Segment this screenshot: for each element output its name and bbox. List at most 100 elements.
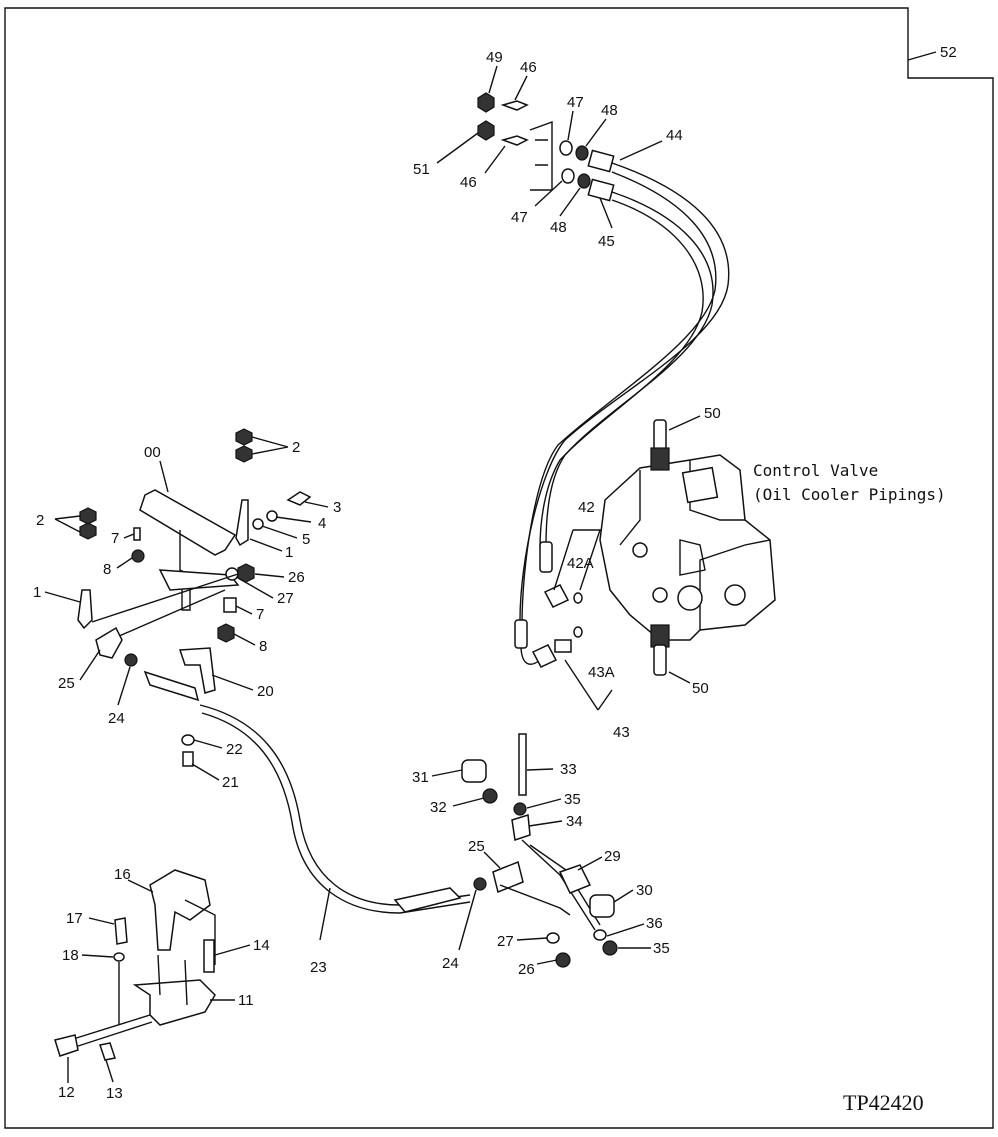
hose-fitting-45 — [587, 178, 615, 202]
bolt-3 — [286, 491, 312, 506]
fitting-42 — [543, 584, 570, 608]
nut-49 — [477, 92, 495, 113]
callout-4: 4 — [318, 515, 326, 532]
callout-48-upper: 48 — [601, 102, 618, 119]
washer-4 — [266, 510, 278, 522]
callout-21: 21 — [222, 774, 239, 791]
nut-24-a — [124, 653, 138, 667]
callout-27-b: 27 — [497, 933, 514, 950]
callout-8-a: 8 — [103, 561, 111, 578]
callout-47-upper: 47 — [567, 94, 584, 111]
callout-25-a: 25 — [58, 675, 75, 692]
lower-pedal-assembly — [54, 869, 216, 1061]
callout-26-a: 26 — [288, 569, 305, 586]
nut-48-lower — [577, 173, 591, 189]
nut-26-b — [555, 952, 571, 968]
callout-50-lower: 50 — [692, 680, 709, 697]
bracket-20 — [178, 647, 216, 694]
rod-end-1-left — [77, 589, 93, 630]
pedal-00 — [139, 489, 237, 556]
callout-46-upper: 46 — [520, 59, 537, 76]
title-line-1: Control Valve — [753, 461, 878, 480]
washer-5 — [252, 518, 264, 530]
callout-25-b: 25 — [468, 838, 485, 855]
rod-end-1-right — [235, 499, 249, 547]
callout-labels: 52 49 46 47 48 44 51 46 47 48 45 50 50 4… — [33, 44, 957, 1102]
callout-18: 18 — [62, 947, 79, 964]
callout-43: 43 — [613, 724, 630, 741]
bolt-46-upper — [500, 100, 529, 111]
link-34 — [511, 814, 531, 841]
nut-32 — [482, 788, 498, 804]
pin-12 — [54, 1034, 79, 1057]
fitting-43-body — [554, 639, 572, 653]
washer-47-upper — [559, 140, 573, 156]
figure-code: TP42420 — [843, 1090, 924, 1115]
callout-11: 11 — [238, 992, 254, 1009]
callout-43a: 43A — [588, 664, 615, 681]
hose-end-upper — [539, 541, 553, 573]
cap-30 — [589, 894, 615, 918]
spring-14 — [203, 939, 215, 973]
washer-18 — [113, 952, 125, 962]
callout-30: 30 — [636, 882, 653, 899]
washer-22 — [181, 734, 195, 746]
callout-45: 45 — [598, 233, 615, 250]
callout-49: 49 — [486, 49, 503, 66]
callout-23: 23 — [310, 959, 327, 976]
callout-47-lower: 47 — [511, 209, 528, 226]
washer-27-b — [546, 932, 560, 944]
control-valve — [531, 419, 776, 676]
callout-32: 32 — [430, 799, 447, 816]
callout-2-left: 2 — [36, 512, 44, 529]
callout-2-right: 2 — [292, 439, 300, 456]
cable-end-22 — [143, 670, 200, 702]
bolt-7-b — [223, 597, 237, 613]
callout-13: 13 — [106, 1085, 123, 1102]
callout-1-left: 1 — [33, 584, 41, 601]
nut-2-left-b — [79, 522, 97, 540]
sensor-50-lower — [650, 624, 670, 676]
callout-24-a: 24 — [108, 710, 125, 727]
callout-8-b: 8 — [259, 638, 267, 655]
cable-23 — [199, 704, 471, 914]
page-border — [4, 7, 994, 1129]
callout-7-b: 7 — [256, 606, 264, 623]
callout-46-lower: 46 — [460, 174, 477, 191]
bracket-11 — [132, 979, 216, 1026]
callout-35-b: 35 — [653, 940, 670, 957]
callout-44: 44 — [666, 127, 683, 144]
nut-2-left-a — [79, 507, 97, 525]
sensor-50-upper — [650, 419, 670, 471]
callout-33: 33 — [560, 761, 577, 778]
nut-24-b — [473, 877, 487, 891]
callout-20: 20 — [257, 683, 274, 700]
callout-7-a: 7 — [111, 530, 119, 547]
pedal-16 — [149, 869, 211, 951]
rod-33 — [518, 733, 527, 796]
callout-1-right: 1 — [285, 544, 293, 561]
callout-50-upper: 50 — [704, 405, 721, 422]
nut-51 — [477, 120, 495, 141]
callout-31: 31 — [412, 769, 429, 786]
callout-3: 3 — [333, 499, 341, 516]
callout-42: 42 — [578, 499, 595, 516]
callout-14: 14 — [253, 937, 270, 954]
callout-12: 12 — [58, 1084, 75, 1101]
fitting-43 — [531, 644, 558, 668]
cotter-pin-13 — [99, 1042, 116, 1061]
rod-end-25-a — [95, 626, 123, 659]
callout-36: 36 — [646, 915, 663, 932]
nut-2-right-b — [235, 445, 253, 463]
o-ring-43a — [573, 626, 583, 638]
bolt-21 — [182, 751, 194, 767]
callout-24-b: 24 — [442, 955, 459, 972]
callout-27-a: 27 — [277, 590, 294, 607]
bolt-46-lower — [500, 135, 529, 146]
nut-35-a — [513, 802, 527, 816]
callout-5: 5 — [302, 531, 310, 548]
nut-2-right-a — [235, 428, 253, 446]
washer-36 — [593, 929, 607, 941]
